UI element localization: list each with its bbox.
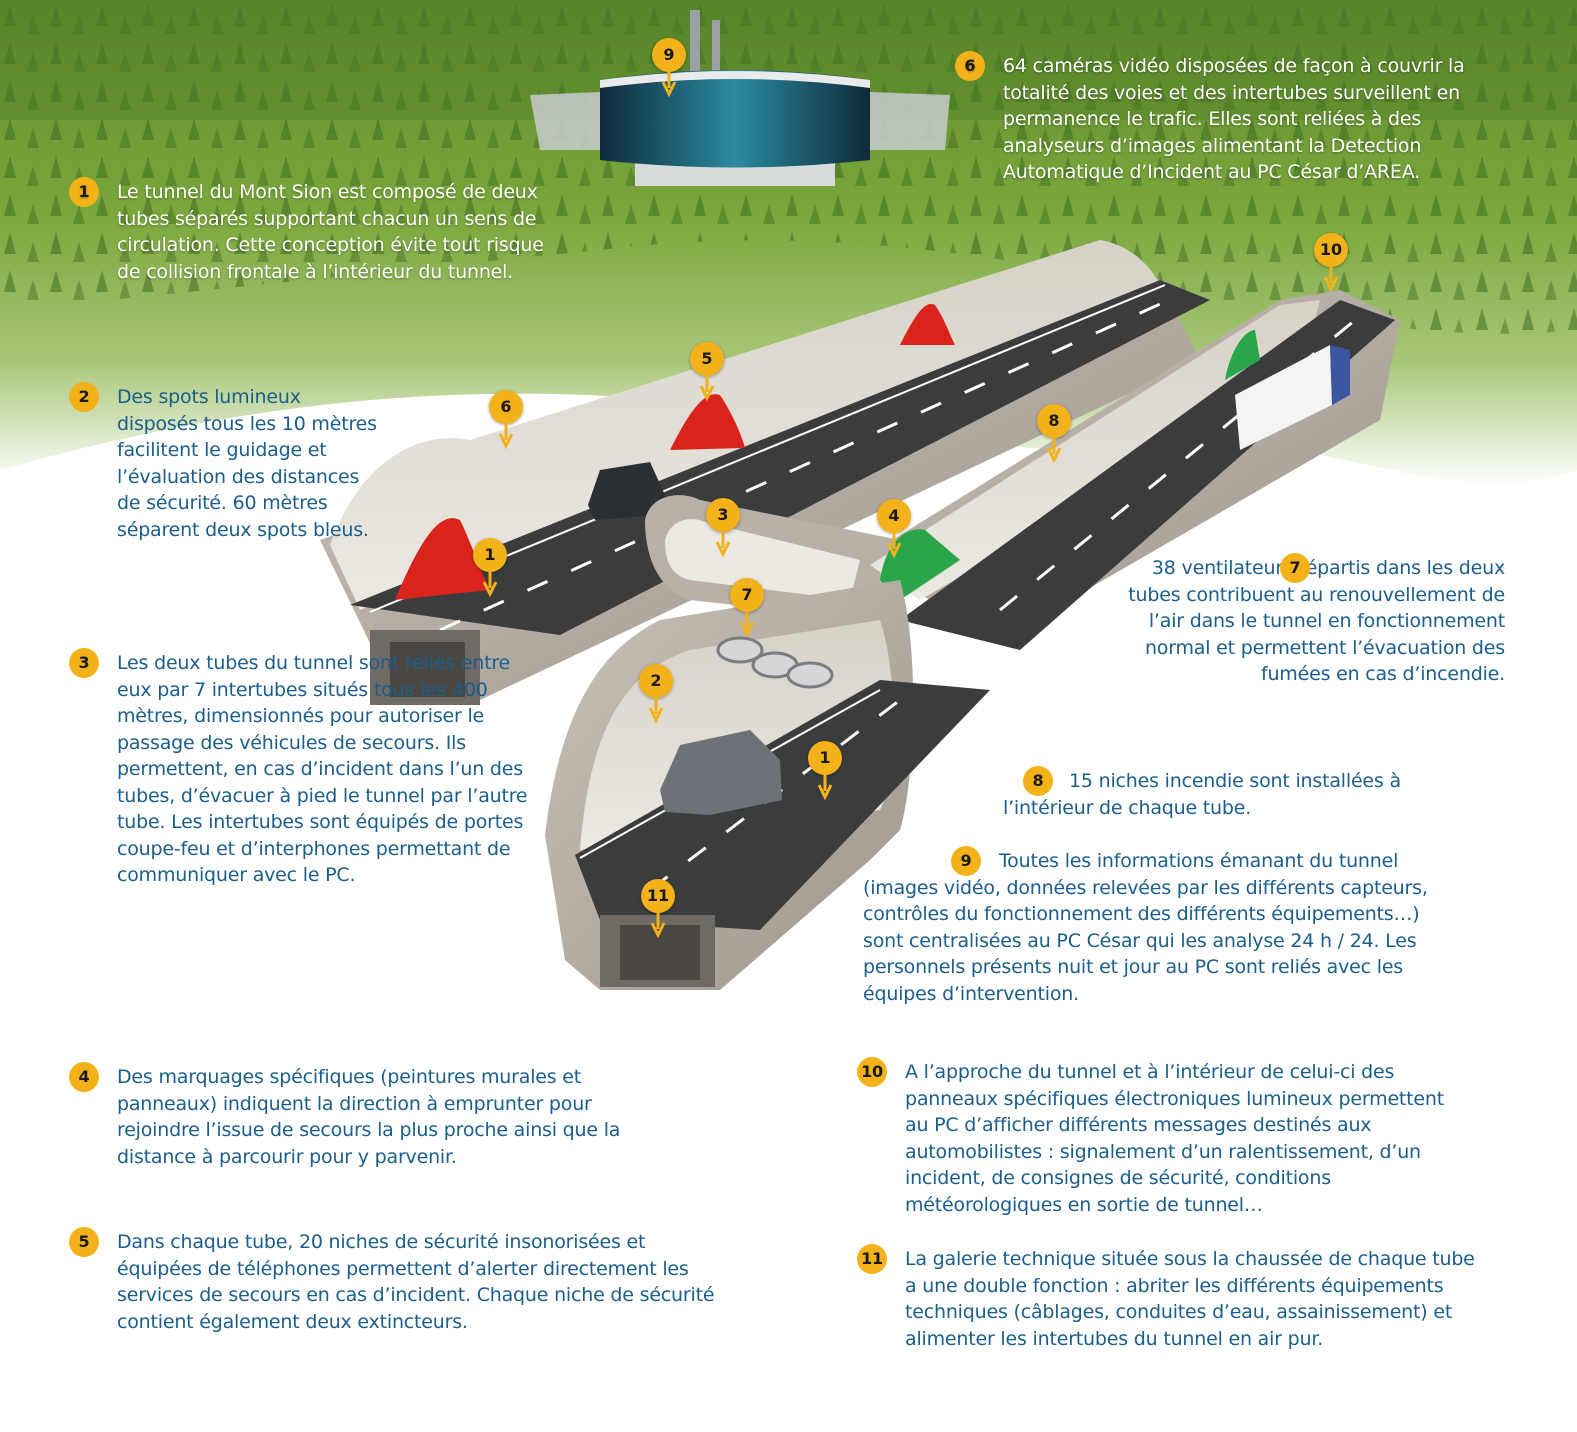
- note-2: 2 Des spots lumineux disposés tous les 1…: [69, 382, 377, 543]
- tube-left: [320, 240, 1210, 705]
- note-badge: 1: [69, 177, 99, 207]
- note-1: 1 Le tunnel du Mont Sion est composé de …: [69, 177, 547, 285]
- arrow-down-icon: [699, 374, 715, 402]
- note-badge: 8: [1023, 766, 1053, 796]
- note-7: 7 38 ventilateurs répartis dans les deux…: [1095, 553, 1505, 688]
- note-badge: 11: [857, 1244, 887, 1274]
- note-text: Des marquages spécifiques (peintures mur…: [117, 1066, 621, 1168]
- arrow-down-icon: [817, 773, 833, 801]
- note-text: 38 ventilateurs répartis dans les deux t…: [1128, 557, 1505, 685]
- arrow-down-icon: [498, 422, 514, 450]
- note-8: 8 15 niches incendie sont installées à l…: [1003, 766, 1423, 821]
- marker-1: 1: [473, 538, 507, 600]
- marker-9: 9: [652, 38, 686, 100]
- arrow-down-icon: [1323, 265, 1339, 293]
- note-badge: 7: [1280, 553, 1310, 583]
- arrow-down-icon: [650, 911, 666, 939]
- note-text: Dans chaque tube, 20 niches de sécurité …: [117, 1231, 715, 1333]
- note-text: La galerie technique située sous la chau…: [905, 1248, 1475, 1350]
- intertube: [645, 495, 900, 620]
- note-10: 10 A l’approche du tunnel et à l’intérie…: [857, 1057, 1465, 1218]
- marker-8: 8: [1037, 404, 1071, 466]
- note-9: 9 Toutes les informations émanant du tun…: [863, 846, 1443, 1007]
- note-badge: 2: [69, 382, 99, 412]
- marker-7: 7: [730, 578, 764, 640]
- marker-11: 11: [641, 879, 675, 941]
- marker-4: 4: [877, 499, 911, 561]
- note-6: 6 64 caméras vidéo disposées de façon à …: [955, 51, 1523, 186]
- marker-3: 3: [706, 498, 740, 560]
- note-5: 5 Dans chaque tube, 20 niches de sécurit…: [69, 1227, 717, 1335]
- arrow-down-icon: [886, 531, 902, 559]
- note-badge: 4: [69, 1062, 99, 1092]
- note-4: 4 Des marquages spécifiques (peintures m…: [69, 1062, 677, 1170]
- note-badge: 9: [951, 846, 981, 876]
- arrow-down-icon: [661, 70, 677, 98]
- note-text: Les deux tubes du tunnel sont reliés ent…: [117, 652, 528, 886]
- arrow-down-icon: [715, 530, 731, 558]
- note-text: Le tunnel du Mont Sion est composé de de…: [117, 181, 544, 283]
- note-text: Des spots lumineux disposés tous les 10 …: [117, 386, 377, 541]
- note-text: A l’approche du tunnel et à l’intérieur …: [905, 1061, 1445, 1216]
- note-badge: 10: [857, 1057, 887, 1087]
- note-text: 64 caméras vidéo disposées de façon à co…: [1003, 55, 1465, 183]
- marker-10: 10: [1314, 233, 1348, 295]
- arrow-down-icon: [1046, 436, 1062, 464]
- note-badge: 5: [69, 1227, 99, 1257]
- note-text: Toutes les informations émanant du tunne…: [863, 850, 1428, 1005]
- arrow-down-icon: [739, 610, 755, 638]
- tube-right-far: [860, 290, 1400, 650]
- note-badge: 3: [69, 648, 99, 678]
- marker-1: 1: [808, 741, 842, 803]
- note-text: 15 niches incendie sont installées à l’i…: [1003, 770, 1401, 819]
- note-11: 11 La galerie technique située sous la c…: [857, 1244, 1485, 1352]
- arrow-down-icon: [648, 696, 664, 724]
- note-3: 3 Les deux tubes du tunnel sont reliés e…: [69, 648, 537, 889]
- marker-2: 2: [639, 664, 673, 726]
- note-badge: 6: [955, 51, 985, 81]
- arrow-down-icon: [482, 570, 498, 598]
- marker-5: 5: [690, 342, 724, 404]
- marker-6: 6: [489, 390, 523, 452]
